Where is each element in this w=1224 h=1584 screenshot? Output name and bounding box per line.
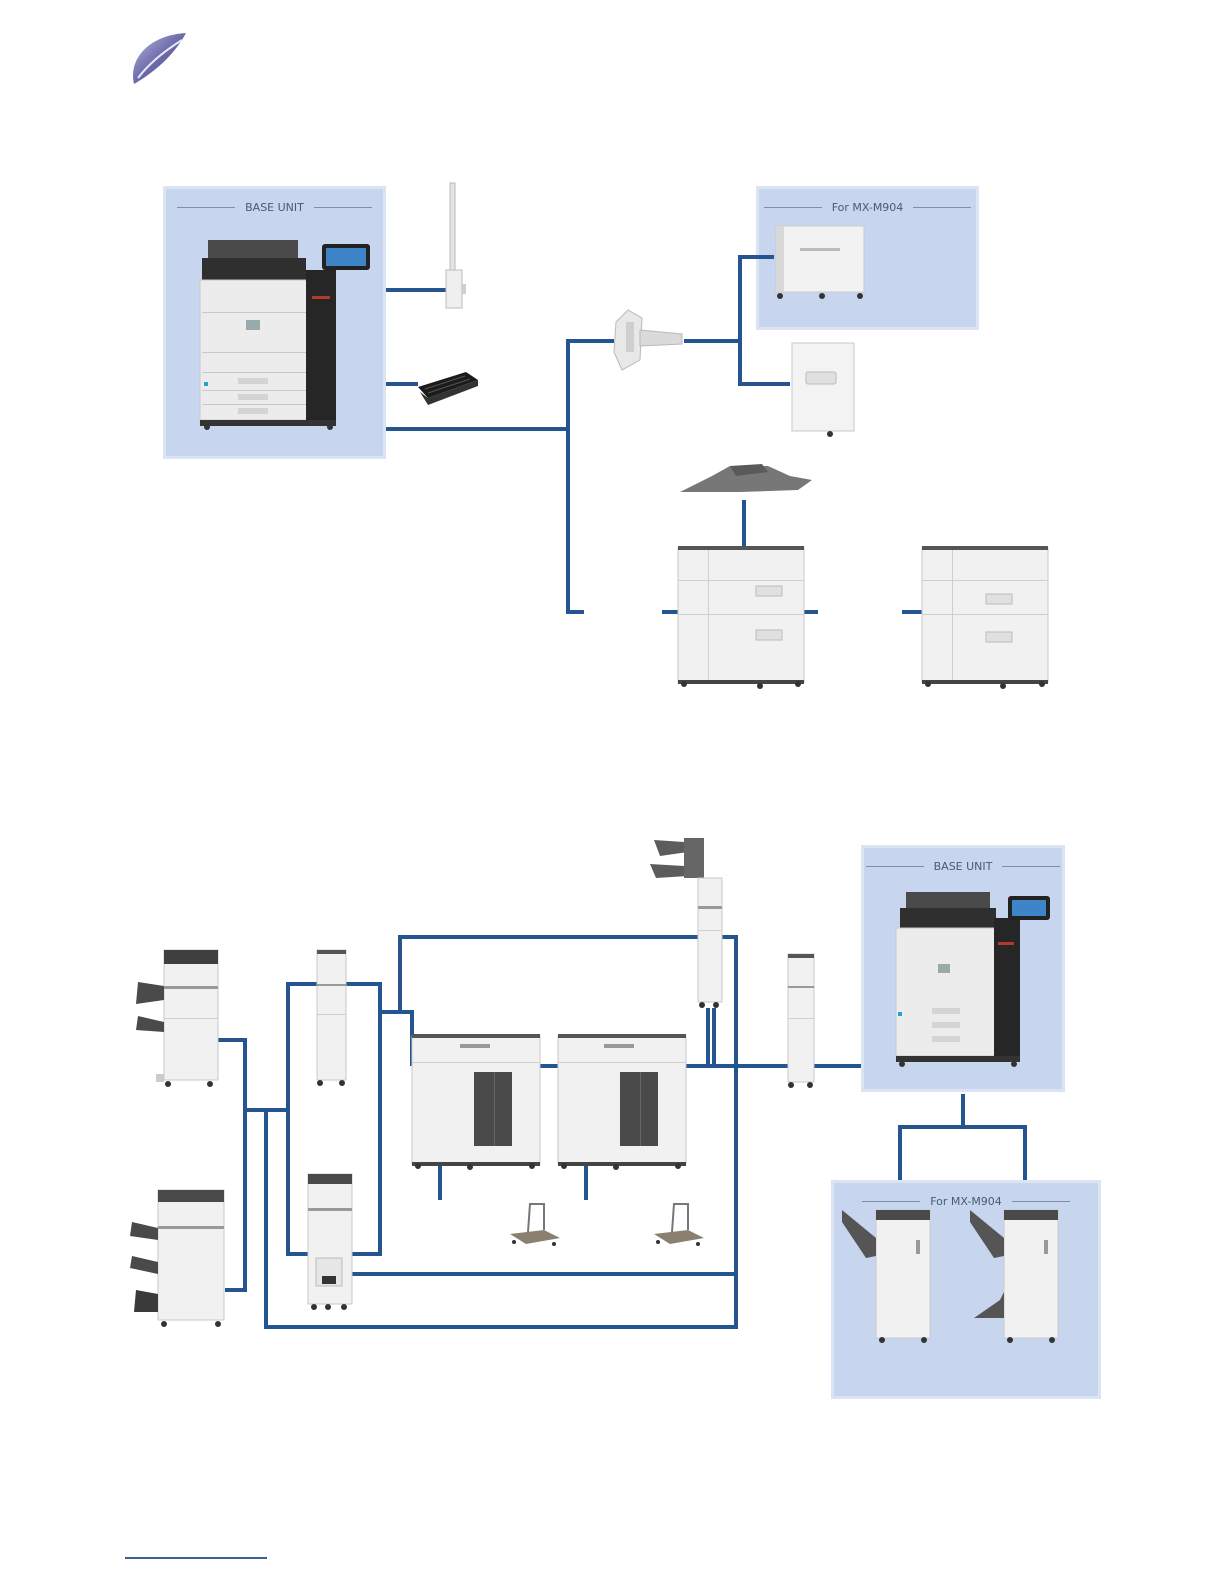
bottom-stacker-left — [412, 1034, 540, 1170]
bottom-output-tower — [650, 838, 722, 1008]
top-output-tray — [680, 464, 812, 492]
bottom-punch-module — [317, 950, 346, 1086]
top-antenna-device — [446, 183, 466, 308]
top-connector-lines — [386, 257, 922, 612]
footer-rule — [125, 1557, 267, 1559]
top-model-option-cabinet — [776, 226, 864, 299]
bottom-finisher-upper-left — [136, 950, 218, 1087]
bottom-model-finisher-left — [842, 1210, 930, 1343]
top-large-capacity-tray — [792, 343, 854, 437]
bottom-base-unit-copier — [896, 892, 1050, 1067]
top-base-unit-copier — [200, 240, 370, 430]
bottom-relay-unit — [788, 954, 814, 1088]
top-keyboard-device — [418, 372, 478, 405]
bottom-model-finisher-right — [970, 1210, 1058, 1343]
top-paper-desk-left — [678, 546, 804, 689]
bottom-cart-left — [510, 1204, 560, 1246]
bottom-finisher-lower-left — [130, 1190, 224, 1327]
top-bridge-unit — [614, 310, 682, 370]
bottom-stacker-right — [558, 1034, 686, 1170]
bottom-folding-unit — [308, 1174, 352, 1310]
feather-logo-icon — [133, 33, 186, 84]
top-paper-desk-right — [922, 546, 1048, 689]
bottom-cart-right — [654, 1204, 704, 1246]
